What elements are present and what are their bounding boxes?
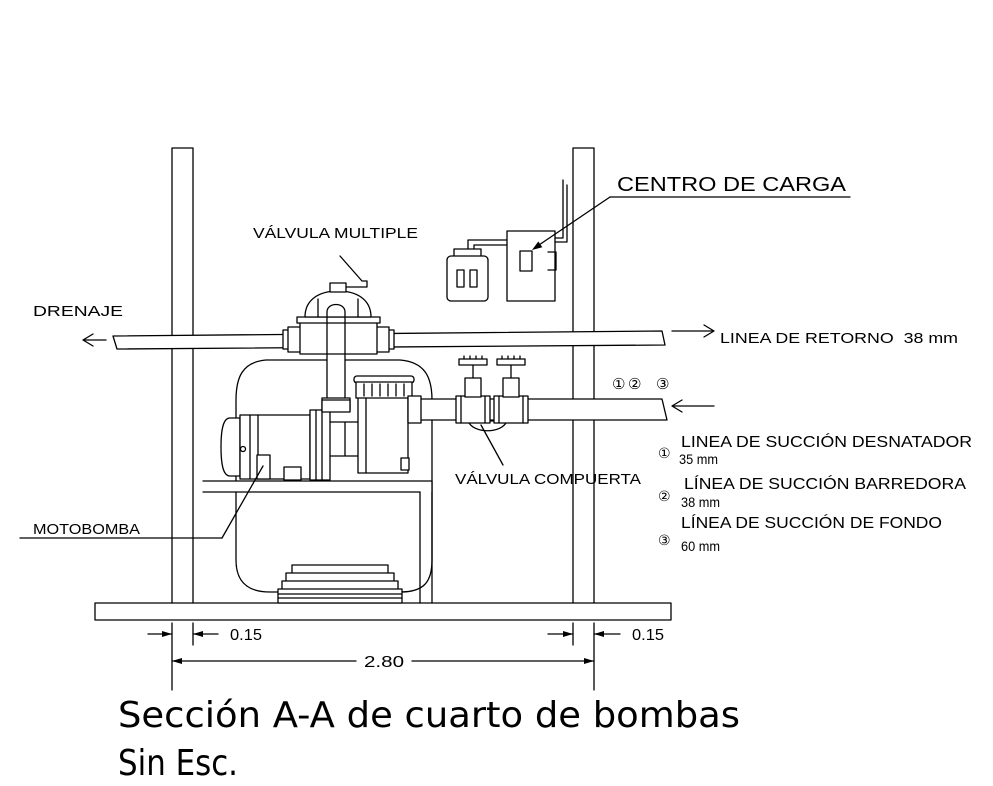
suction-marker-1: ①: [612, 375, 625, 393]
right-union: [375, 326, 390, 353]
drawing-scale-note: Sin Esc.: [118, 743, 238, 784]
strainer-lid: [355, 381, 413, 399]
return-line-label: LINEA DE RETORNO 38 mm: [720, 330, 958, 347]
pump-motor: [220, 399, 359, 481]
suction-arrow: [671, 399, 715, 413]
load-center-leader-arrowhead: [532, 241, 543, 250]
suction-marker-3: ③: [656, 375, 669, 393]
valve-dome-ribs: [317, 298, 359, 318]
suction-line-2-name: LÍNEA DE SUCCIÓN BARREDORA: [684, 474, 966, 493]
pump-head: [309, 409, 331, 481]
left-wall: [171, 147, 194, 604]
suction-line-2-size: 38 mm: [681, 494, 720, 510]
load-center-leader: [535, 196, 611, 248]
load-center-breaker: [519, 250, 533, 272]
valve-cap: [329, 282, 347, 293]
return-arrow: [671, 324, 715, 338]
stand-top-lines: [202, 480, 433, 493]
pump-strainer: [353, 375, 415, 474]
drain-label: DRENAJE: [33, 303, 123, 320]
timer-box-window-2: [469, 269, 478, 288]
load-center-label: CENTRO DE CARGA: [617, 174, 847, 196]
motor-shaft-mark: [239, 445, 247, 453]
gate-valve-2-bonnet: [502, 377, 520, 398]
title-block: Sección A-A de cuarto de bombas Sin Esc.: [118, 695, 740, 784]
motor-foot: [283, 466, 302, 481]
multiport-valve-label: VÁLVULA MULTIPLE: [253, 225, 418, 242]
load-center-bracket: [547, 251, 557, 271]
equipment-stand: [202, 480, 433, 604]
suction-line-1-name: LINEA DE SUCCIÓN DESNATADOR: [681, 432, 972, 451]
suction-line-3-size: 60 mm: [681, 538, 720, 554]
suction-line-2-marker: ②: [658, 489, 671, 505]
pump-outlet: [321, 399, 351, 413]
gate-valve-1-handwheel-teeth: [463, 355, 483, 360]
filter-tank-base: [277, 564, 403, 604]
suction-line-1-marker: ①: [658, 446, 671, 462]
pump-label: MOTOBOMBA: [33, 521, 140, 538]
pump-suction-connection: [329, 421, 359, 457]
gate-valve-leader: [480, 424, 504, 466]
gate-valve-1-handwheel: [458, 358, 488, 366]
dimensions: 0.15 0.15 2.80: [147, 622, 664, 691]
vertical-pipe: [326, 351, 346, 403]
timer-box-window-1: [456, 269, 465, 288]
drawing-title: Sección A-A de cuarto de bombas: [118, 695, 740, 736]
strainer-lid-ribs: [363, 383, 405, 397]
gate-valve-1-flanges: [460, 395, 486, 424]
valve-inner-u-pipe: [326, 303, 346, 355]
suction-line-3-name: LÍNEA DE SUCCIÓN DE FONDO: [681, 513, 942, 532]
drain-arrow: [82, 333, 107, 347]
gate-valve-2-handwheel-teeth: [501, 355, 521, 360]
pump-leader: [221, 465, 264, 539]
dimension-arrow-interior-left: [172, 658, 182, 664]
gate-valve-2-body: [493, 395, 529, 424]
gate-valve-2-flanges: [498, 395, 524, 424]
floor-slab: [94, 602, 672, 621]
gate-valve-label: VÁLVULA COMPUERTA: [455, 471, 641, 488]
strainer-drain-plug: [400, 457, 410, 471]
dimension-arrow-left-wall-inner: [193, 631, 203, 637]
suction-line-3-marker: ③: [658, 533, 671, 549]
load-center-box: [506, 230, 556, 302]
dimension-left-wall: 0.15: [230, 627, 262, 644]
timer-box: [446, 255, 489, 302]
suction-union: [407, 395, 422, 424]
filter-tank-base-lines: [277, 593, 403, 599]
stand-legs: [419, 480, 433, 604]
dimension-arrow-left-wall-outer: [162, 631, 172, 637]
valve-flange: [296, 316, 381, 324]
leaders: [19, 196, 851, 539]
left-union: [287, 326, 302, 353]
gate-valve-2-handwheel: [496, 358, 526, 366]
multiport-valve: [282, 255, 395, 355]
pump-head-lines: [315, 409, 323, 481]
stand-top-band: [203, 481, 432, 492]
dimension-arrow-right-wall-inner: [563, 631, 573, 637]
gate-valve-1-body: [455, 395, 491, 424]
valve-body: [299, 321, 378, 355]
dimension-arrow-right-wall-outer: [594, 631, 604, 637]
dimension-interior-width: 2.80: [364, 654, 404, 671]
dimension-right-wall: 0.15: [632, 627, 664, 644]
walls: [94, 147, 672, 621]
gate-valves: [455, 355, 529, 432]
motor-end-cap: [220, 417, 241, 477]
suction-line-1-size: 35 mm: [679, 451, 718, 467]
suction-marker-2: ②: [628, 375, 641, 393]
right-wall: [572, 147, 595, 604]
motor-terminal-box: [256, 454, 271, 480]
valve-lever: [339, 255, 368, 288]
gate-valve-1-bonnet: [464, 377, 482, 398]
dimension-arrow-interior-right: [584, 658, 594, 664]
load-center: [446, 179, 568, 302]
load-center-conduit: [467, 239, 508, 250]
labels: DRENAJE VÁLVULA MULTIPLE CENTRO DE CARGA…: [33, 174, 972, 554]
load-center-riser: [554, 179, 568, 243]
